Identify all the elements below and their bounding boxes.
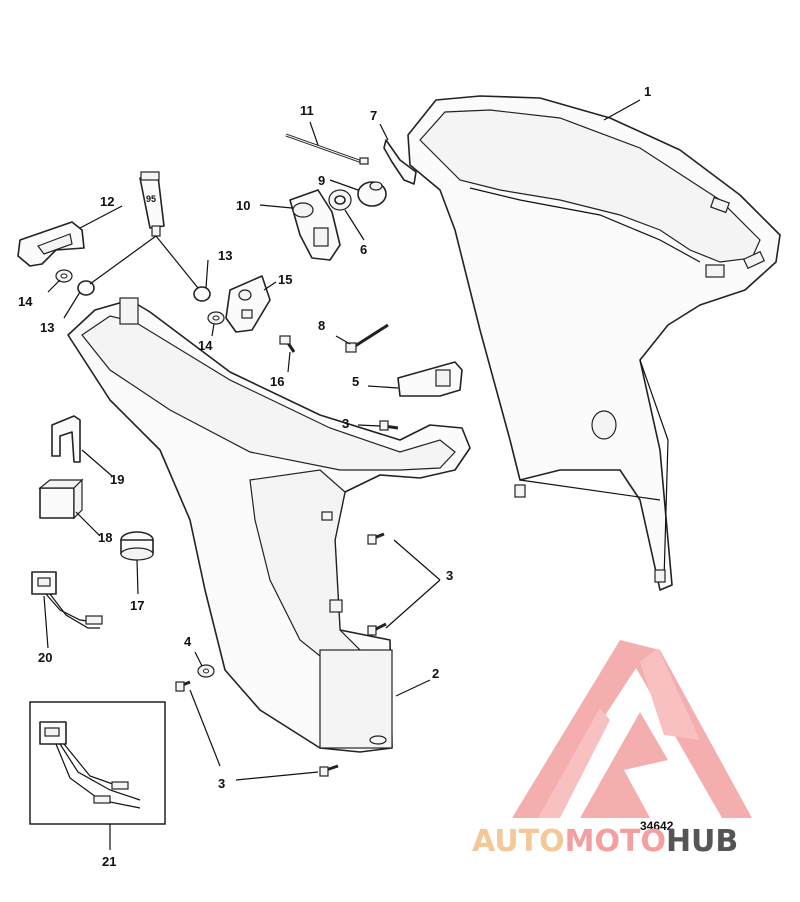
callout-7: 7 <box>370 108 377 123</box>
harness-21-box <box>29 701 166 825</box>
seal-plate-10 <box>289 189 341 261</box>
callout-18: 18 <box>98 530 112 545</box>
washer-14b <box>207 311 225 325</box>
screw-3d <box>175 680 191 692</box>
callout-14: 14 <box>198 338 213 353</box>
callout-15: 15 <box>278 272 292 287</box>
callout-10: 10 <box>236 198 250 213</box>
callout-13: 13 <box>218 248 232 263</box>
grommet-17 <box>120 531 154 561</box>
nut-13a <box>77 280 95 296</box>
callout-3: 3 <box>446 568 453 583</box>
callout-11: 11 <box>300 103 314 118</box>
washer-4 <box>197 664 215 678</box>
callouts: 1 2 3 3 3 4 5 6 7 8 9 10 11 12 13 13 14 … <box>18 84 651 869</box>
callout-3: 3 <box>218 776 225 791</box>
callout-16: 16 <box>270 374 284 389</box>
cover-18 <box>38 478 84 520</box>
callout-13: 13 <box>40 320 54 335</box>
sealant-tube: 95 <box>139 171 165 237</box>
bolt-8 <box>345 323 389 353</box>
switch-harness-20 <box>31 571 103 629</box>
nut-13b <box>193 286 211 302</box>
callout-21: 21 <box>102 854 116 869</box>
callout-14: 14 <box>18 294 33 309</box>
washer-14a <box>55 269 73 283</box>
rear-latch <box>397 361 463 397</box>
watermark-logo <box>512 640 752 818</box>
callout-2: 2 <box>432 666 439 681</box>
callout-3: 3 <box>342 416 349 431</box>
callout-6: 6 <box>360 242 367 257</box>
screw-3c <box>367 622 387 636</box>
watermark-text: AUTOMOTOHUB <box>472 824 738 859</box>
top-cowl <box>407 95 781 591</box>
callout-19: 19 <box>110 472 124 487</box>
callout-5: 5 <box>352 374 359 389</box>
bracket-7 <box>383 139 417 185</box>
grommet-6 <box>328 189 352 211</box>
callout-1: 1 <box>644 84 651 99</box>
figure-number: 34642 <box>640 819 674 833</box>
cable-tie-11 <box>285 133 369 165</box>
handle-12 <box>17 221 85 267</box>
bottom-cowl <box>67 297 471 753</box>
callout-12: 12 <box>100 194 114 209</box>
latch-plate-15 <box>225 275 271 333</box>
screw-16 <box>279 335 296 353</box>
callout-8: 8 <box>318 318 325 333</box>
screw-3e <box>319 764 339 777</box>
screw-3b <box>367 532 385 545</box>
watermark-text-auto: AUTO <box>472 824 565 859</box>
clip-19 <box>51 415 81 463</box>
callout-4: 4 <box>184 634 192 649</box>
callout-20: 20 <box>38 650 52 665</box>
leader-lines <box>43 99 641 850</box>
screw-3a <box>379 420 399 431</box>
watermark-text-moto: MOTO <box>565 824 666 859</box>
callout-9: 9 <box>318 173 325 188</box>
callout-17: 17 <box>130 598 144 613</box>
plug-9 <box>357 181 387 207</box>
tube-label: 95 <box>146 194 156 204</box>
watermark-text-hub: HUB <box>666 824 738 859</box>
